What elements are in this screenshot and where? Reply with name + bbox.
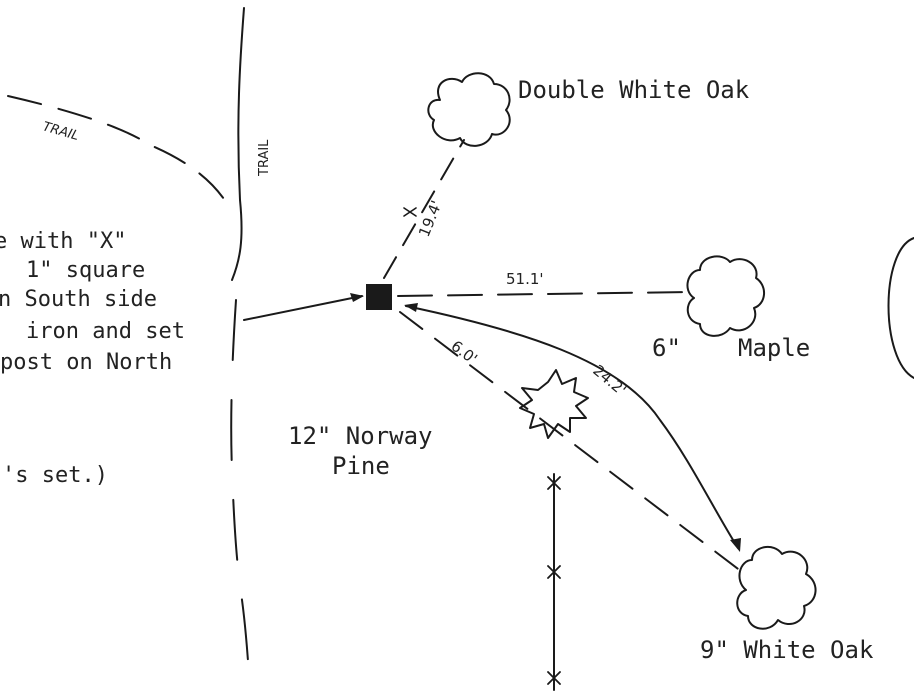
double-white-oak-tree-icon (427, 72, 511, 147)
white-oak-9-label: 9" White Oak (700, 636, 874, 664)
curved-arrow-head-end (730, 538, 741, 552)
description-line-3: n South side (0, 287, 157, 312)
distance-white-oak: 24.2' (589, 361, 629, 399)
trail-vertical-line-lower (230, 299, 251, 691)
distance-double-white-oak: 19.4' (415, 198, 446, 240)
corner-marker (366, 284, 392, 310)
description-line-1: e with "X" (0, 229, 126, 254)
double-white-oak-label: Double White Oak (518, 76, 750, 104)
description-line-6: 's set.) (2, 463, 108, 488)
right-edge-circle (887, 237, 914, 379)
fence-tick-marks (547, 476, 561, 685)
norway-pine-label-line2: Pine (332, 452, 390, 480)
description-line-2: 1" square (26, 258, 145, 283)
trail-left-label: TRAIL (41, 119, 81, 144)
maple-size-label: 6" (652, 334, 681, 362)
distance-maple: 51.1' (506, 270, 544, 288)
description-block: e with "X" 1" square n South side iron a… (0, 229, 185, 488)
line-to-double-white-oak (383, 139, 465, 279)
curved-arrow-head-start (404, 303, 418, 312)
maple-name-label: Maple (738, 334, 810, 362)
distance-norway-pine: 6.0' (448, 337, 481, 368)
norway-pine-label-line1: 12" Norway (288, 422, 433, 450)
white-oak-9-tree-icon (736, 545, 817, 630)
line-to-white-oak (399, 311, 751, 579)
maple-tree-icon (686, 255, 765, 337)
tick-mark-oak (403, 207, 417, 217)
description-arrow-head (350, 293, 364, 302)
trail-left-line (7, 95, 233, 213)
description-arrow-line (243, 295, 363, 321)
description-line-5: post on North (0, 350, 172, 375)
trail-vertical-label: TRAIL (257, 139, 272, 177)
line-to-maple (397, 291, 691, 297)
description-line-4: iron and set (26, 319, 185, 344)
trail-vertical-line-upper (231, 7, 245, 281)
curved-arrow-white-oak (405, 305, 739, 549)
norway-pine-tree-icon (519, 369, 589, 439)
